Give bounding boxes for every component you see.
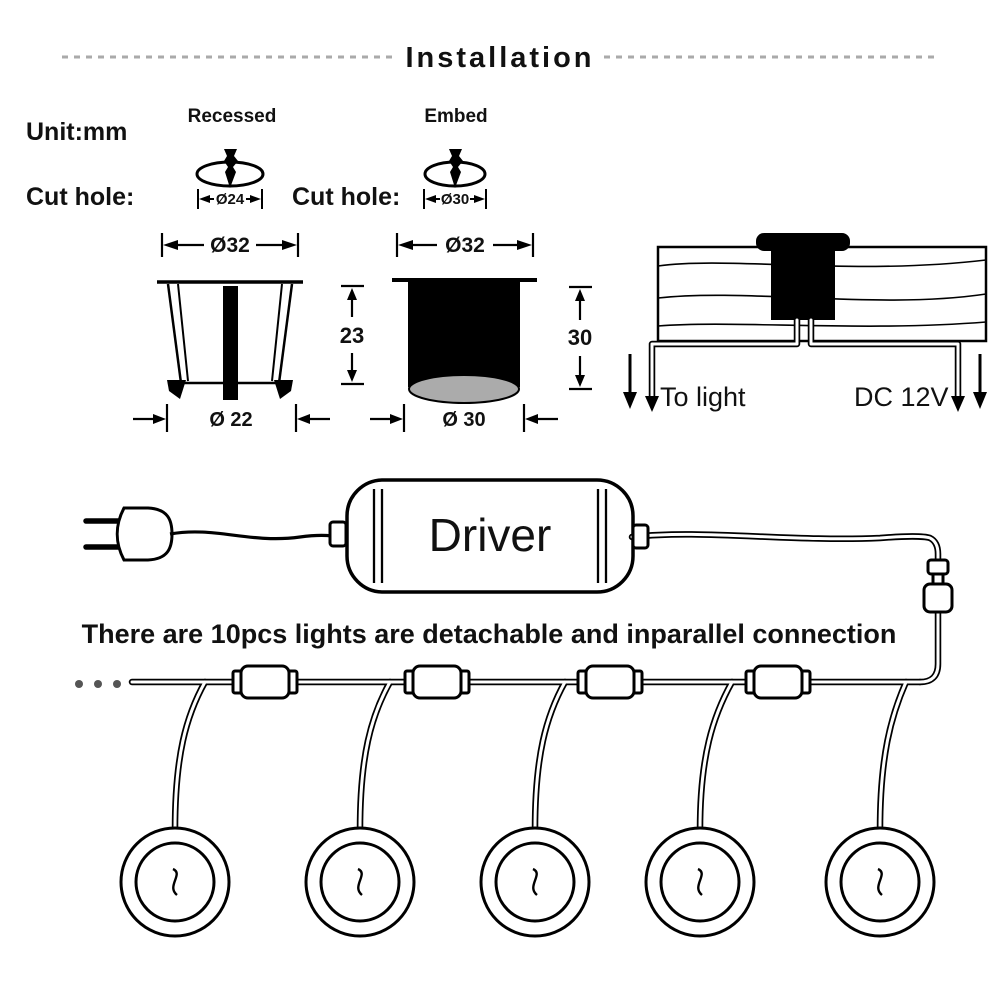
cut-hole-section: Unit:mm Cut hole: Cut hole: Recessed Emb… [26, 106, 488, 211]
recessed-bottom-dia: Ø 22 [209, 409, 252, 431]
embed-bottom-dia: Ø 30 [442, 409, 485, 431]
cable-collar [631, 523, 650, 550]
note-text: There are 10pcs lights are detachable an… [82, 619, 897, 649]
power-plug [115, 506, 174, 562]
inline-connector [403, 664, 471, 700]
filament-squiggle-icon [697, 867, 703, 896]
embed-fixture-drawing: Ø32 30 Ø 30 [370, 233, 592, 432]
inline-connector [576, 664, 644, 700]
ellipsis-dot [75, 680, 83, 688]
filament-squiggle-icon [172, 867, 178, 896]
wiring-network [75, 523, 954, 938]
recessed-hole-dia: Ø24 [216, 191, 245, 208]
down-arrow-head [623, 392, 637, 409]
recessed-hole-dimension: Ø24 [197, 189, 263, 209]
ellipsis-dot [94, 680, 102, 688]
embed-hole-dia: Ø30 [441, 191, 469, 208]
recessed-height: 23 [340, 323, 364, 348]
embed-body [408, 281, 520, 387]
inline-connector [231, 664, 299, 700]
deck-cross-section: To light DC 12V [623, 233, 988, 412]
filament-squiggle-icon [877, 867, 883, 896]
filament-squiggle-icon [357, 867, 363, 896]
cut-hole-label-left: Cut hole: [26, 183, 134, 211]
power-label: DC 12V [854, 382, 949, 412]
filament-squiggle-icon [532, 867, 538, 896]
down-arrow-icon [645, 396, 659, 412]
embed-lens [408, 374, 520, 404]
recessed-top-dia: Ø32 [210, 234, 250, 257]
driver-label: Driver [429, 509, 552, 561]
embed-top-dia: Ø32 [445, 234, 485, 257]
recessed-center-pin [223, 286, 238, 400]
recessed-clip-left [167, 380, 186, 399]
deck-light [479, 826, 591, 938]
recessed-label: Recessed [188, 106, 277, 127]
down-arrow-icon [951, 396, 965, 412]
to-light-label: To light [660, 382, 746, 412]
driver-assembly: Driver [83, 478, 635, 594]
deck-light [304, 826, 416, 938]
down-arrow-head [973, 392, 987, 409]
plug-cable [169, 530, 333, 541]
recessed-fixture-drawing: Ø32 23 Ø 22 [133, 233, 364, 432]
embed-height: 30 [568, 325, 592, 350]
recessed-clip-right [274, 380, 293, 399]
inline-connector [744, 664, 812, 700]
embed-hole-icon [423, 149, 487, 188]
installed-light-cap [756, 233, 850, 251]
power-cable-core [809, 318, 960, 400]
deck-light [119, 826, 231, 938]
installed-light-body [771, 250, 835, 320]
deck-light [644, 826, 756, 938]
embed-label: Embed [424, 106, 487, 127]
title-section: Installation [62, 42, 938, 74]
feed-connector [922, 558, 954, 614]
ellipsis-dot [113, 680, 121, 688]
cut-hole-label-right: Cut hole: [292, 183, 400, 211]
deck-light [824, 826, 936, 938]
wood-grain-line [657, 321, 987, 327]
embed-hole-dimension: Ø30 [423, 189, 487, 209]
cable-collar [328, 520, 348, 548]
recessed-hole-icon [195, 149, 265, 188]
page-title: Installation [405, 42, 594, 74]
to-light-cable-core [650, 318, 799, 400]
unit-label: Unit:mm [26, 118, 127, 146]
